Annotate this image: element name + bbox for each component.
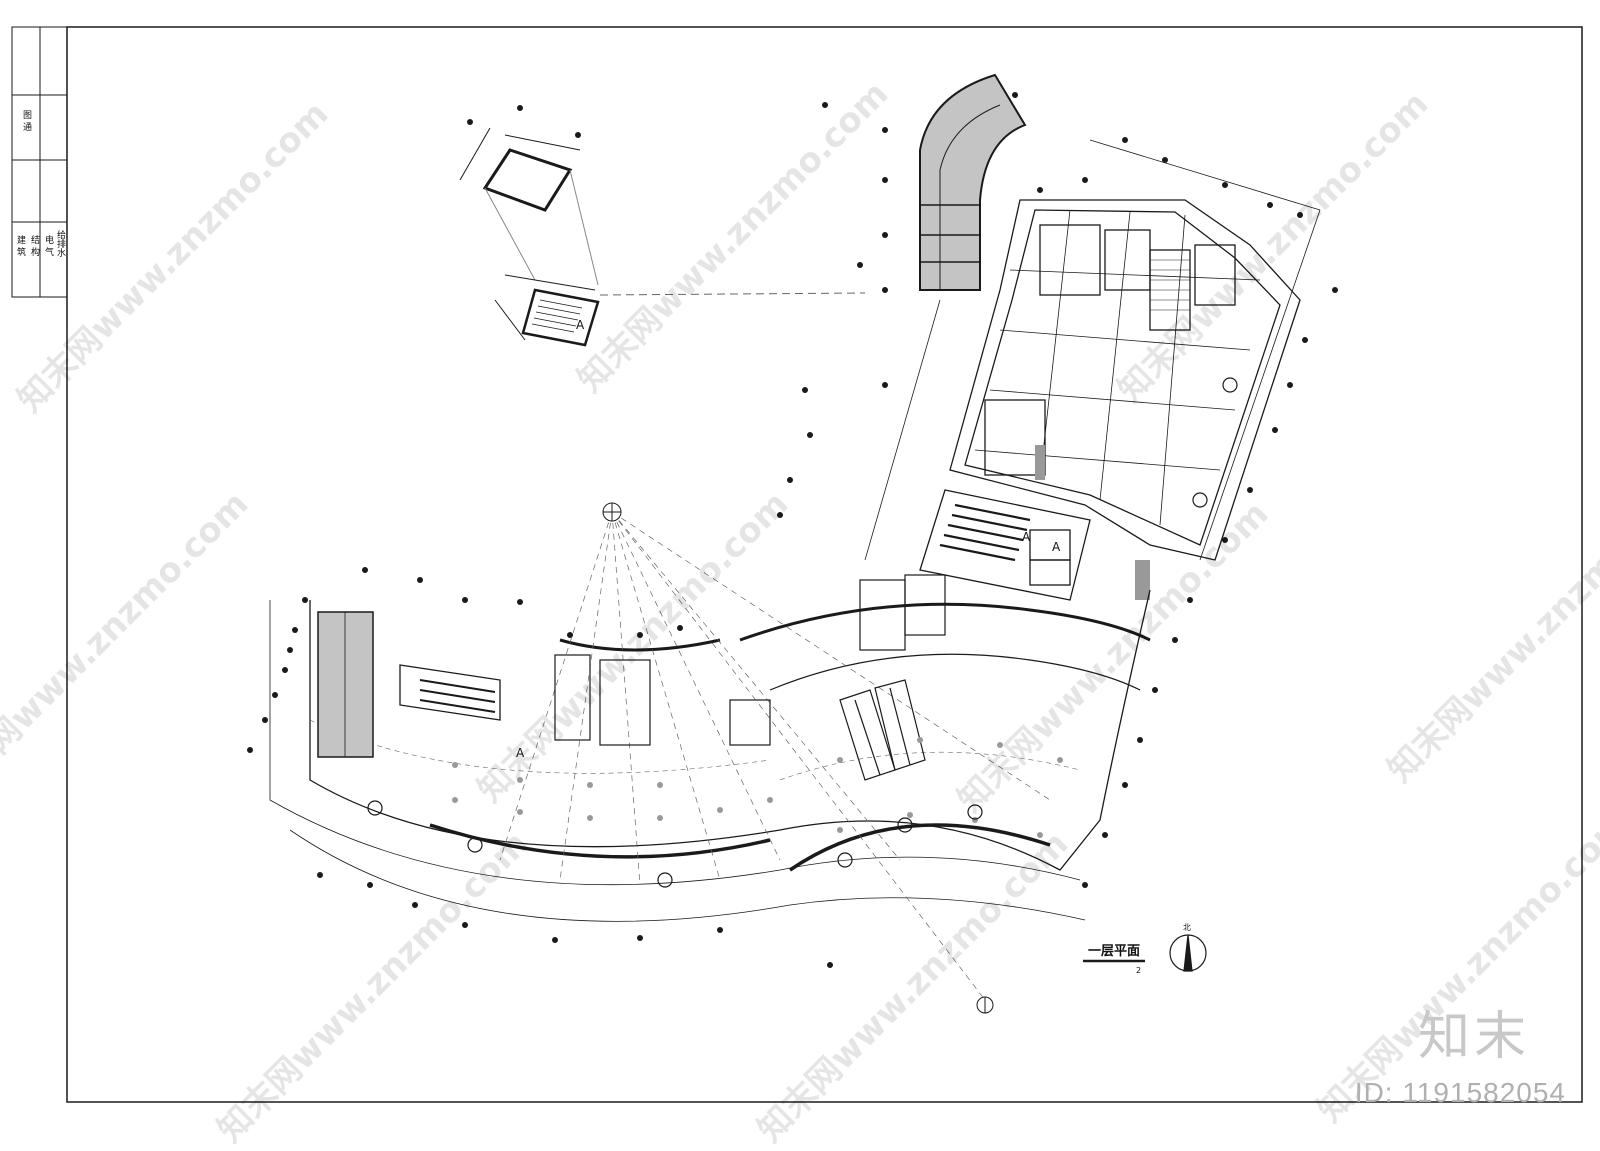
north-label: 北 <box>1183 923 1191 932</box>
north-arrow-graphic <box>1169 934 1207 972</box>
door-label: A <box>1052 540 1061 554</box>
door-label: A <box>516 746 525 760</box>
watermark-id: ID: 1191582054 <box>1354 1077 1566 1108</box>
drawing-title: 一层平面 <box>1088 944 1141 959</box>
column-grid <box>452 737 1063 838</box>
title-block-row: 电 气 <box>43 235 53 256</box>
door-label: A <box>576 318 585 332</box>
door-label: A <box>1022 530 1031 544</box>
sheet-border <box>66 26 1583 1103</box>
stair-detail <box>459 127 600 347</box>
podium-curve <box>269 511 1151 1001</box>
revolving-doors <box>367 377 1238 888</box>
scale-note: 2 <box>1136 966 1142 975</box>
title-block <box>11 26 68 298</box>
tower-wing <box>864 139 1321 600</box>
axis-bubbles <box>602 502 994 1014</box>
watermark-brand: 知末 <box>1417 1007 1530 1067</box>
title-block-approval: 图 通 <box>21 110 31 131</box>
parking-ramp <box>919 73 1027 291</box>
title-block-row: 建 筑 <box>15 235 25 256</box>
title-block-row: 给排水 <box>55 230 65 257</box>
title-block-row: 结 构 <box>29 235 39 256</box>
connector-block <box>919 489 1091 601</box>
grid-tick-markers <box>247 92 1338 968</box>
